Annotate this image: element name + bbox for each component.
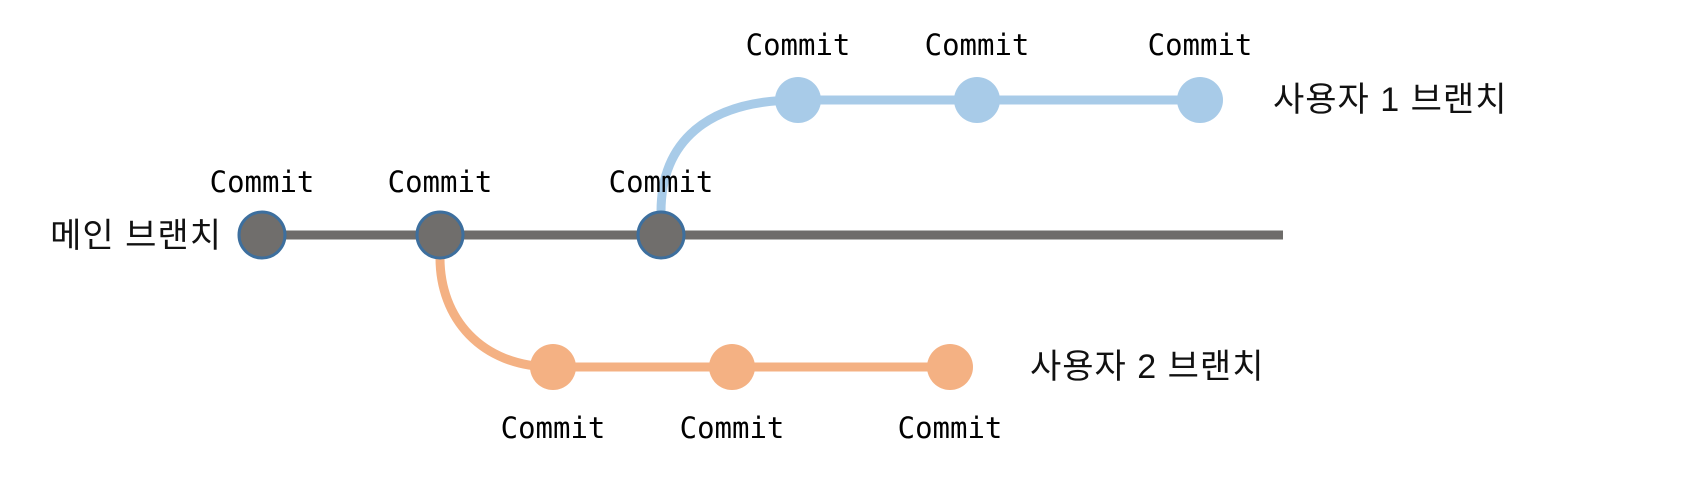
branch-label-user1: 사용자 1 브랜치 xyxy=(1273,81,1508,119)
commit-node-user1-3[interactable] xyxy=(1177,77,1223,123)
commit-node-main-1[interactable] xyxy=(237,210,287,260)
commit-node-layer xyxy=(237,77,1223,390)
commit-node-user2-3[interactable] xyxy=(927,344,973,390)
commit-node-user1-1[interactable] xyxy=(775,77,821,123)
commit-node-user1-2[interactable] xyxy=(954,77,1000,123)
commit-label-user1-3: Commit xyxy=(1147,28,1253,62)
user1-branch-fork-curve xyxy=(656,95,803,217)
commit-label-main-2: Commit xyxy=(387,165,493,199)
commit-node-main-2[interactable] xyxy=(415,210,465,260)
commit-node-user2-1[interactable] xyxy=(530,344,576,390)
commit-node-user2-2[interactable] xyxy=(709,344,755,390)
commit-node-main-3[interactable] xyxy=(636,210,686,260)
commit-label-user2-2: Commit xyxy=(679,411,785,445)
commit-label-user1-1: Commit xyxy=(745,28,851,62)
commit-label-user2-1: Commit xyxy=(500,411,606,445)
commit-label-user2-3: Commit xyxy=(897,411,1003,445)
commit-label-main-1: Commit xyxy=(209,165,315,199)
commit-label-main-3: Commit xyxy=(608,165,714,199)
commit-label-user1-2: Commit xyxy=(924,28,1030,62)
user2-branch-fork-curve xyxy=(435,253,558,372)
branch-label-main: 메인 브랜치 xyxy=(50,217,222,255)
branch-label-user2: 사용자 2 브랜치 xyxy=(1030,348,1265,386)
